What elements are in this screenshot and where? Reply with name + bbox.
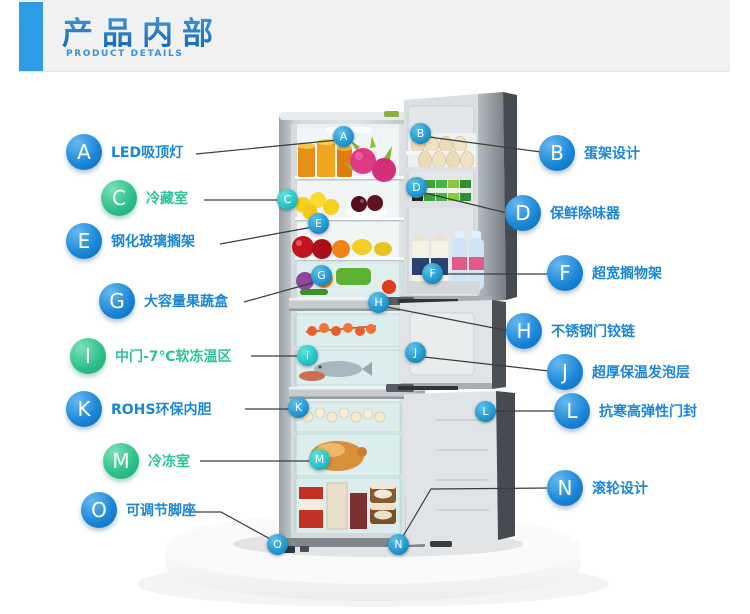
fridge-door-open — [404, 92, 517, 302]
callout-label: 冷藏室 — [146, 191, 188, 207]
callout-door-seal: L 抗寒高弹性门封 — [554, 393, 697, 429]
callout-label: 钢化玻璃搁架 — [111, 234, 195, 250]
header-accent-bar — [19, 2, 43, 71]
callout-glass-shelf: E 钢化玻璃搁架 — [66, 223, 195, 259]
header-band — [19, 0, 730, 72]
callout-wide-door-shelf: F 超宽搁物架 — [547, 255, 662, 291]
callout-label: 超厚保温发泡层 — [592, 365, 690, 381]
callout-egg-rack: B 蛋架设计 — [539, 135, 640, 171]
door-roller — [430, 541, 452, 547]
callout-crisper-box: G 大容量果蔬盒 — [99, 283, 228, 319]
callout-label: 不锈钢门铰链 — [551, 324, 635, 340]
marker-d: D — [406, 177, 427, 198]
cabinet-divider-lower — [289, 387, 407, 399]
marker-g: G — [311, 265, 332, 286]
callout-letter-bubble: G — [99, 283, 135, 319]
marker-n: N — [388, 534, 409, 555]
callout-adjustable-feet: O 可调节脚座 — [81, 492, 196, 528]
bottle-rack — [406, 231, 484, 294]
freezer-door-open — [386, 383, 515, 547]
glass-shelves — [295, 176, 404, 262]
marker-c: C — [277, 189, 298, 210]
callout-letter-bubble: L — [554, 393, 590, 429]
callout-letter-bubble: O — [81, 492, 117, 528]
callout-letter-bubble: F — [547, 255, 583, 291]
callout-label: ROHS环保内胆 — [111, 402, 212, 418]
callout-label: 蛋架设计 — [584, 146, 640, 162]
callout-rohs-liner: K ROHS环保内胆 — [66, 391, 211, 427]
middle-door-open — [386, 296, 506, 391]
marker-m: M — [309, 449, 330, 470]
apples-citrus — [292, 236, 392, 259]
marker-e: E — [308, 213, 329, 234]
marker-k: K — [288, 397, 309, 418]
freezer-drawers — [291, 401, 405, 538]
callout-letter-bubble: N — [547, 470, 583, 506]
marker-a: A — [333, 126, 354, 147]
callout-letter-bubble: A — [66, 134, 102, 170]
callout-label: 中门-7℃软冻温区 — [115, 349, 232, 365]
callout-letter-bubble: M — [103, 443, 139, 479]
fridge-interior — [289, 124, 407, 538]
callout-letter-bubble: K — [66, 391, 102, 427]
marker-h: H — [368, 292, 389, 313]
dragon-fruit — [344, 136, 396, 182]
callout-letter-bubble: C — [101, 180, 137, 216]
marker-b: B — [410, 123, 431, 144]
callout-letter-bubble: I — [70, 338, 106, 374]
callout-led-light: A LED吸顶灯 — [66, 134, 183, 170]
callout-letter-bubble: J — [547, 354, 583, 390]
callout-label: 超宽搁物架 — [592, 266, 662, 282]
callout-label: 可调节脚座 — [126, 503, 196, 519]
callout-soft-freeze-zone: I 中门-7℃软冻温区 — [70, 338, 232, 374]
marker-o: O — [267, 534, 288, 555]
callout-deodorizer: D 保鲜除味器 — [505, 195, 620, 231]
marker-i: I — [297, 345, 318, 366]
callout-letter-bubble: E — [66, 223, 102, 259]
plums-plate — [346, 195, 388, 218]
juice-jars — [298, 139, 352, 177]
callout-label: 大容量果蔬盒 — [144, 294, 228, 310]
callout-label: 保鲜除味器 — [550, 206, 620, 222]
marker-f: F — [422, 263, 443, 284]
callout-letter-bubble: D — [505, 195, 541, 231]
marker-l: L — [475, 401, 496, 422]
callout-label: LED吸顶灯 — [111, 145, 184, 161]
callout-steel-hinge: H 不锈钢门铰链 — [506, 313, 635, 349]
callout-label: 抗寒高弹性门封 — [599, 404, 697, 420]
soft-freeze-drawers — [294, 313, 402, 386]
callout-fridge-compartment: C 冷藏室 — [101, 180, 188, 216]
callout-label: 冷冻室 — [148, 454, 190, 470]
callout-letter-bubble: B — [539, 135, 575, 171]
connector-lines — [190, 136, 556, 541]
callout-roller-design: N 滚轮设计 — [547, 470, 648, 506]
page-subtitle: PRODUCT DETAILS — [66, 49, 184, 59]
callout-label: 滚轮设计 — [592, 481, 648, 497]
page-title: 产品内部 — [62, 8, 222, 53]
callout-freezer-compartment: M 冷冻室 — [103, 443, 190, 479]
callout-insulation-foam: J 超厚保温发泡层 — [547, 354, 690, 390]
marker-j: J — [405, 342, 426, 363]
callout-letter-bubble: H — [506, 313, 542, 349]
